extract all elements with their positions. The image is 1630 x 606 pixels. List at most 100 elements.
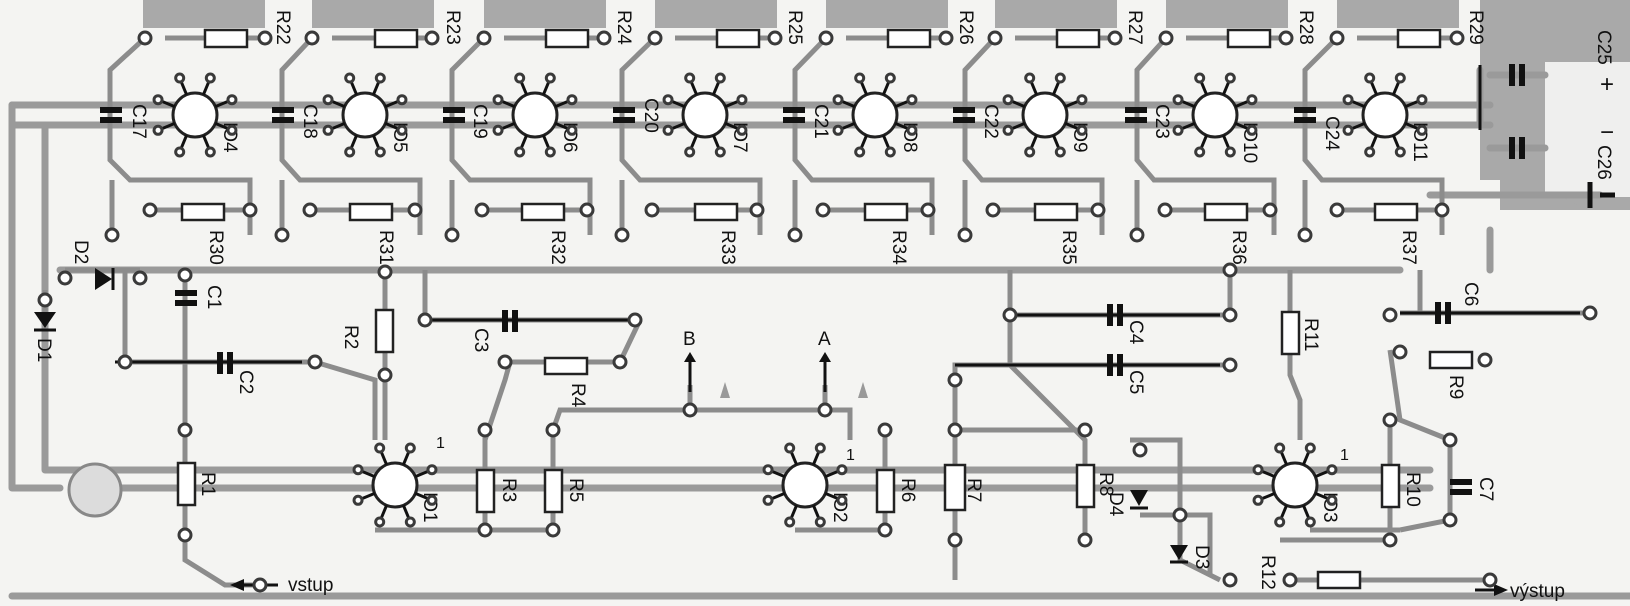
- ic-pin-pad: [1274, 516, 1286, 528]
- svg-text:R33: R33: [717, 230, 738, 265]
- ic-pin-pad: [374, 72, 386, 84]
- ic-pin-pad: [344, 146, 356, 158]
- resistor-r8: R8: [1075, 463, 1116, 509]
- capacitor-c2: C2: [217, 352, 256, 394]
- svg-text:R31: R31: [375, 230, 396, 265]
- svg-text:C24: C24: [1321, 116, 1342, 151]
- ic-pin-pad: [344, 72, 356, 84]
- capacitor-c23: C23: [1125, 104, 1172, 139]
- solder-pad: [1107, 30, 1123, 46]
- solder-pad: [1477, 352, 1493, 368]
- svg-text:R9: R9: [1445, 375, 1466, 399]
- ic-pin-pad: [1304, 516, 1316, 528]
- capacitors: C17 C18 C19 C20 C21 C22 C23 C24 C25 C26 …: [100, 30, 1614, 501]
- ic-pin-pads: [152, 72, 1428, 528]
- ic-pin-pad: [322, 94, 334, 106]
- resistor-r32: R32: [520, 202, 568, 265]
- ic-pin-pad: [1024, 72, 1036, 84]
- svg-text:C26: C26: [1593, 145, 1614, 180]
- svg-text:R11: R11: [1300, 318, 1321, 351]
- capacitor-c3: C3: [470, 310, 518, 352]
- solder-pad: [1077, 532, 1093, 548]
- ic-pin-pad: [854, 146, 866, 158]
- ic-pin-pad: [1416, 124, 1428, 136]
- svg-text:1: 1: [1340, 447, 1349, 464]
- capacitor-c22: C22: [953, 104, 1001, 139]
- solder-pad: [1129, 227, 1145, 243]
- output-label: výstup: [1510, 581, 1565, 602]
- resistor-r36: R36: [1203, 202, 1249, 265]
- capacitor-c6: C6: [1435, 282, 1481, 324]
- svg-text:R10: R10: [1402, 472, 1423, 507]
- svg-text:D2: D2: [70, 240, 91, 264]
- solder-pad: [815, 202, 831, 218]
- ic-pin-pad: [832, 94, 844, 106]
- resistor-r30: R30: [180, 202, 226, 265]
- solder-pad: [920, 202, 936, 218]
- solder-pad: [627, 312, 643, 328]
- ic-pin-pad: [566, 124, 578, 136]
- svg-text:R34: R34: [888, 230, 909, 265]
- solder-pad: [1222, 572, 1238, 588]
- solder-pad: [477, 522, 493, 538]
- ic-pin-pad: [714, 72, 726, 84]
- ic-pin-pad: [854, 72, 866, 84]
- svg-text:C2: C2: [235, 370, 256, 394]
- solder-pad: [1222, 307, 1238, 323]
- ic-pin-pad: [1002, 94, 1014, 106]
- svg-text:R26: R26: [955, 10, 976, 45]
- ic-pin-pad: [544, 146, 556, 158]
- svg-text:R5: R5: [565, 478, 586, 502]
- solder-pad: [104, 227, 120, 243]
- resistor-r33: R33: [693, 202, 739, 265]
- solder-pad: [302, 202, 318, 218]
- solder-pad: [749, 202, 765, 218]
- diode-d3: D3: [1170, 545, 1212, 569]
- ic-pin-pad: [1172, 124, 1184, 136]
- ic-pin-pad: [514, 146, 526, 158]
- svg-text:R12: R12: [1257, 555, 1278, 590]
- capacitor-c26: C26: [1509, 137, 1614, 180]
- ic-pin-pad: [1024, 146, 1036, 158]
- svg-text:R36: R36: [1228, 230, 1249, 265]
- ic-pin-pad: [662, 94, 674, 106]
- ic-pin-pad: [906, 94, 918, 106]
- ic-pin-pad: [1252, 494, 1264, 506]
- ic-pin-pad: [1326, 464, 1338, 476]
- solder-pad: [1262, 202, 1278, 218]
- svg-text:R22: R22: [272, 10, 293, 45]
- solder-pad: [682, 402, 698, 418]
- solder-pad: [596, 30, 612, 46]
- svg-text:C19: C19: [469, 104, 490, 139]
- svg-text:C20: C20: [640, 98, 661, 133]
- ic-pin-pad: [1364, 72, 1376, 84]
- resistor-r6: R6: [875, 468, 918, 514]
- svg-text:R27: R27: [1124, 10, 1145, 45]
- resistor-r22: R22: [203, 10, 293, 49]
- solder-pad: [947, 532, 963, 548]
- solder-pad: [647, 30, 663, 46]
- solder-pad: [1002, 307, 1018, 323]
- solder-pad: [938, 30, 954, 46]
- solder-pad: [947, 422, 963, 438]
- supply-minus-label: −: [1600, 119, 1614, 146]
- resistor-r10: R10: [1380, 463, 1423, 509]
- ic-pin-pad: [1326, 494, 1338, 506]
- ic-io1: IO11: [371, 435, 445, 523]
- solder-pad: [1329, 30, 1345, 46]
- ic-pin-pad: [1246, 124, 1258, 136]
- ic-pin-pad: [374, 442, 386, 454]
- ic-pin-pad: [836, 464, 848, 476]
- ic-pin-pad: [1274, 442, 1286, 454]
- solder-pad: [877, 422, 893, 438]
- solder-pad: [177, 527, 193, 543]
- solder-pad: [242, 202, 258, 218]
- ic-pin-pad: [492, 124, 504, 136]
- integrated-circuits: IO4 IO5 IO6 IO7 IO8 IO9 IO10 IO11 IO11 I…: [171, 91, 1430, 523]
- ic-pin-pad: [884, 146, 896, 158]
- svg-text:R3: R3: [498, 478, 519, 502]
- svg-text:D1: D1: [33, 338, 54, 362]
- ic-pin-pad: [1002, 124, 1014, 136]
- ic-pin-pad: [906, 124, 918, 136]
- solder-pad: [817, 402, 833, 418]
